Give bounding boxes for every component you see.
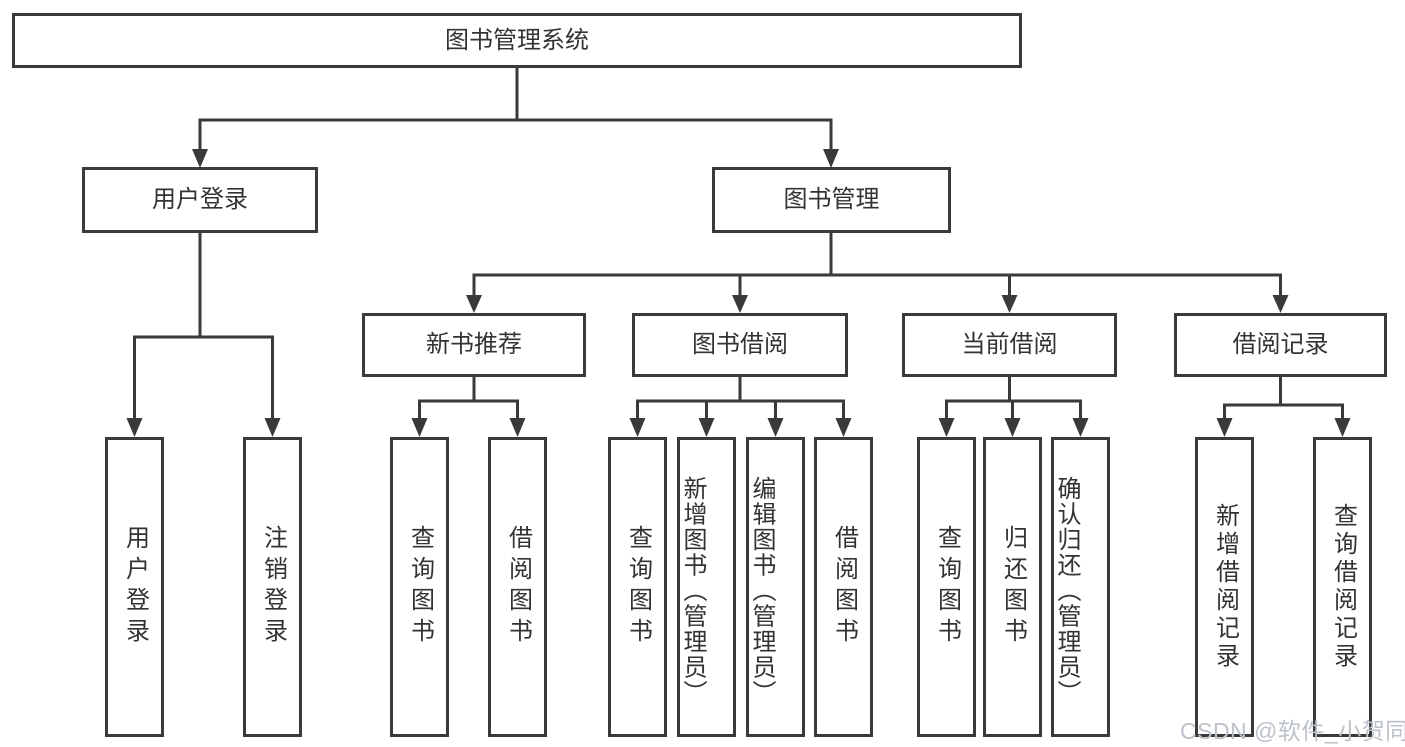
leaf-current-query-books: 查询图书 — [917, 437, 976, 737]
leaf-user-login: 用户登录 — [105, 437, 164, 737]
node-new-book-recommend: 新书推荐 — [362, 313, 586, 377]
node-borrowing-records: 借阅记录 — [1174, 313, 1387, 377]
leaf-current-return-books: 归还图书 — [983, 437, 1042, 737]
node-book-borrowing: 图书借阅 — [632, 313, 848, 377]
node-user-login: 用户登录 — [82, 167, 318, 233]
arrowheads — [126, 149, 1351, 437]
leaf-borrow-query-books: 查询图书 — [608, 437, 667, 737]
leaf-borrow-add-books-admin: 新增图书（管理员） — [677, 437, 736, 737]
leaf-records-add-record: 新增借阅记录 — [1195, 437, 1254, 737]
leaf-borrow-borrow-books: 借阅图书 — [814, 437, 873, 737]
node-current-borrowing: 当前借阅 — [902, 313, 1117, 377]
node-root-library-system: 图书管理系统 — [12, 13, 1022, 68]
leaf-records-query-record: 查询借阅记录 — [1313, 437, 1372, 737]
node-book-management: 图书管理 — [712, 167, 951, 233]
leaf-logout: 注销登录 — [243, 437, 302, 737]
leaf-borrow-edit-books-admin: 编辑图书（管理员） — [746, 437, 805, 737]
leaf-current-confirm-return-admin: 确认归还（管理员） — [1051, 437, 1110, 737]
leaf-newbook-query-books: 查询图书 — [390, 437, 449, 737]
leaf-newbook-borrow-books: 借阅图书 — [488, 437, 547, 737]
csdn-watermark: CSDN @软件_小贺同学 — [1180, 718, 1405, 744]
